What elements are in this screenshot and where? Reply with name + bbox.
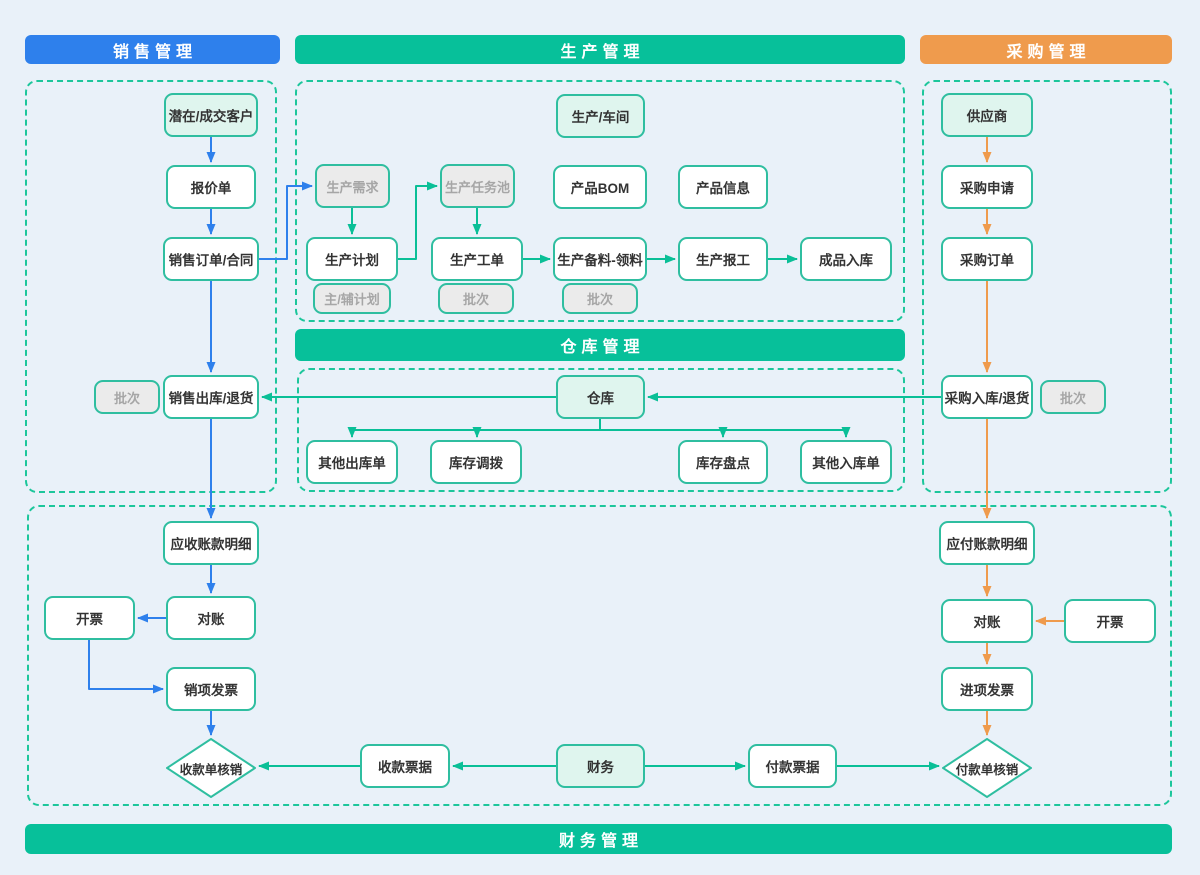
stock-transfer-node: 库存调拨 bbox=[430, 440, 522, 484]
node-label: 成品入库 bbox=[819, 253, 873, 268]
purchase-inbound-node: 采购入库/退货 bbox=[941, 375, 1033, 419]
sales-order-node: 销售订单/合同 bbox=[163, 237, 259, 281]
potential-customer-node: 潜在/成交客户 bbox=[164, 93, 258, 137]
node-label: 应收账款明细 bbox=[170, 537, 252, 552]
production-task-pool-node: 生产任务池 bbox=[440, 164, 515, 208]
other-inbound-node: 其他入库单 bbox=[800, 440, 892, 484]
main-aux-plan-node: 主/辅计划 bbox=[313, 283, 391, 314]
node-label: 进项发票 bbox=[960, 683, 1014, 698]
payment-note-node: 付款票据 bbox=[748, 744, 837, 788]
warehouse-area bbox=[297, 368, 905, 492]
reconcile-ar-node: 对账 bbox=[166, 596, 256, 640]
node-label: 采购订单 bbox=[960, 253, 1014, 268]
node-label: 收款票据 bbox=[378, 760, 432, 775]
node-label: 销项发票 bbox=[184, 683, 238, 698]
production-header: 生产管理 bbox=[295, 35, 905, 64]
warehouse-header: 仓库管理 bbox=[295, 329, 905, 361]
purchase-order-node: 采购订单 bbox=[941, 237, 1033, 281]
production-material-node: 生产备料-领料 bbox=[553, 237, 647, 281]
node-label: 产品BOM bbox=[570, 181, 630, 196]
finished-inbound-node: 成品入库 bbox=[800, 237, 892, 281]
other-outbound-node: 其他出库单 bbox=[306, 440, 398, 484]
purchase-request-node: 采购申请 bbox=[941, 165, 1033, 209]
node-label: 收款单核销 bbox=[179, 762, 243, 777]
node-label: 库存调拨 bbox=[449, 456, 503, 471]
batch-sales-node: 批次 bbox=[94, 380, 160, 414]
node-label: 批次 bbox=[113, 390, 140, 406]
section-title: 生产管理 bbox=[560, 43, 645, 61]
invoice-ar-node: 开票 bbox=[44, 596, 135, 640]
product-bom-node: 产品BOM bbox=[553, 165, 647, 209]
node-label: 生产计划 bbox=[325, 253, 379, 268]
node-label: 批次 bbox=[462, 292, 489, 307]
node-label: 付款单核销 bbox=[955, 762, 1019, 777]
batch-workorder-node: 批次 bbox=[438, 283, 514, 314]
node-label: 主/辅计划 bbox=[324, 292, 380, 307]
node-label: 生产备料-领料 bbox=[557, 253, 643, 268]
node-label: 付款票据 bbox=[765, 760, 820, 775]
production-demand-node: 生产需求 bbox=[315, 164, 390, 208]
node-label: 生产任务池 bbox=[444, 179, 510, 195]
sales-invoice-node: 销项发票 bbox=[166, 667, 256, 711]
node-label: 对账 bbox=[197, 612, 225, 627]
diamond-shape bbox=[942, 738, 1032, 798]
node-label: 开票 bbox=[1096, 615, 1124, 630]
node-label: 其他入库单 bbox=[812, 456, 880, 471]
purchase-invoice-node: 进项发票 bbox=[941, 667, 1033, 711]
node-label: 生产工单 bbox=[450, 253, 504, 268]
finance-node: 财务 bbox=[556, 744, 645, 788]
section-title: 仓库管理 bbox=[560, 339, 645, 356]
node-label: 财务 bbox=[587, 760, 614, 775]
ap-detail-node: 应付账款明细 bbox=[939, 521, 1035, 565]
sales-header: 销售管理 bbox=[25, 35, 280, 64]
finance-header: 财务管理 bbox=[25, 824, 1172, 854]
section-title: 采购管理 bbox=[1006, 43, 1091, 61]
node-label: 应付账款明细 bbox=[946, 537, 1028, 552]
finance-area bbox=[27, 505, 1172, 806]
node-label: 库存盘点 bbox=[696, 456, 750, 471]
ar-detail-node: 应收账款明细 bbox=[163, 521, 259, 565]
receipt-writeoff-node: 收款单核销 bbox=[166, 738, 256, 798]
node-label: 批次 bbox=[586, 292, 613, 307]
stock-check-node: 库存盘点 bbox=[678, 440, 768, 484]
node-label: 销售订单/合同 bbox=[168, 253, 254, 268]
production-workorder-node: 生产工单 bbox=[431, 237, 523, 281]
product-info-node: 产品信息 bbox=[678, 165, 768, 209]
node-label: 其他出库单 bbox=[318, 456, 386, 471]
warehouse-node: 仓库 bbox=[556, 375, 645, 419]
node-label: 批次 bbox=[1059, 390, 1086, 406]
payment-writeoff-node: 付款单核销 bbox=[942, 738, 1032, 798]
production-plan-node: 生产计划 bbox=[306, 237, 398, 281]
supplier-node: 供应商 bbox=[941, 93, 1033, 137]
section-title: 销售管理 bbox=[112, 43, 197, 61]
node-label: 生产需求 bbox=[326, 179, 379, 195]
purchase-header: 采购管理 bbox=[920, 35, 1172, 64]
node-label: 生产/车间 bbox=[571, 110, 630, 125]
node-label: 采购申请 bbox=[960, 181, 1014, 196]
node-label: 产品信息 bbox=[696, 181, 750, 196]
node-label: 供应商 bbox=[966, 109, 1008, 124]
node-label: 仓库 bbox=[587, 391, 614, 406]
production-report-node: 生产报工 bbox=[678, 237, 768, 281]
section-title: 财务管理 bbox=[558, 833, 643, 850]
receipt-note-node: 收款票据 bbox=[360, 744, 450, 788]
node-label: 对账 bbox=[973, 615, 1001, 630]
node-label: 潜在/成交客户 bbox=[168, 109, 254, 124]
diamond-shape bbox=[166, 738, 256, 798]
purchase-area bbox=[922, 80, 1172, 493]
node-label: 报价单 bbox=[190, 181, 232, 196]
invoice-ap-node: 开票 bbox=[1064, 599, 1156, 643]
node-label: 销售出库/退货 bbox=[168, 391, 254, 406]
quotation-node: 报价单 bbox=[166, 165, 256, 209]
batch-material-node: 批次 bbox=[562, 283, 638, 314]
node-label: 采购入库/退货 bbox=[944, 391, 1030, 406]
reconcile-ap-node: 对账 bbox=[941, 599, 1033, 643]
node-label: 开票 bbox=[76, 612, 103, 627]
production-workshop-node: 生产/车间 bbox=[556, 94, 645, 138]
batch-purchase-node: 批次 bbox=[1040, 380, 1106, 414]
node-label: 生产报工 bbox=[696, 253, 750, 268]
sales-area bbox=[25, 80, 277, 493]
sales-outbound-node: 销售出库/退货 bbox=[163, 375, 259, 419]
